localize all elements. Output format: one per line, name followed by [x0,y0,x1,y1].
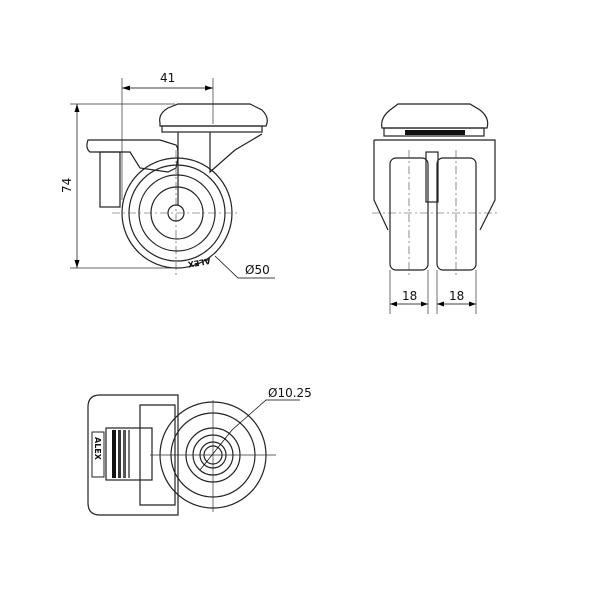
bolt-hole-diameter-label: Ø10.25 [268,386,312,400]
front-view: 18 18 [372,103,497,314]
right-wheel-width-label: 18 [449,289,464,303]
wheel-logo: ALEX [186,256,211,269]
width-dim-label: 41 [160,71,175,85]
left-wheel-width-label: 18 [402,289,417,303]
top-view: ALEX Ø10.25 [87,386,312,516]
height-dim-label: 74 [60,178,74,193]
wheel-diameter-label: Ø50 [245,263,270,277]
side-view: 41 74 ALEX Ø50 [60,71,275,279]
top-logo: ALEX [93,437,102,461]
tread-stripes [112,430,130,478]
